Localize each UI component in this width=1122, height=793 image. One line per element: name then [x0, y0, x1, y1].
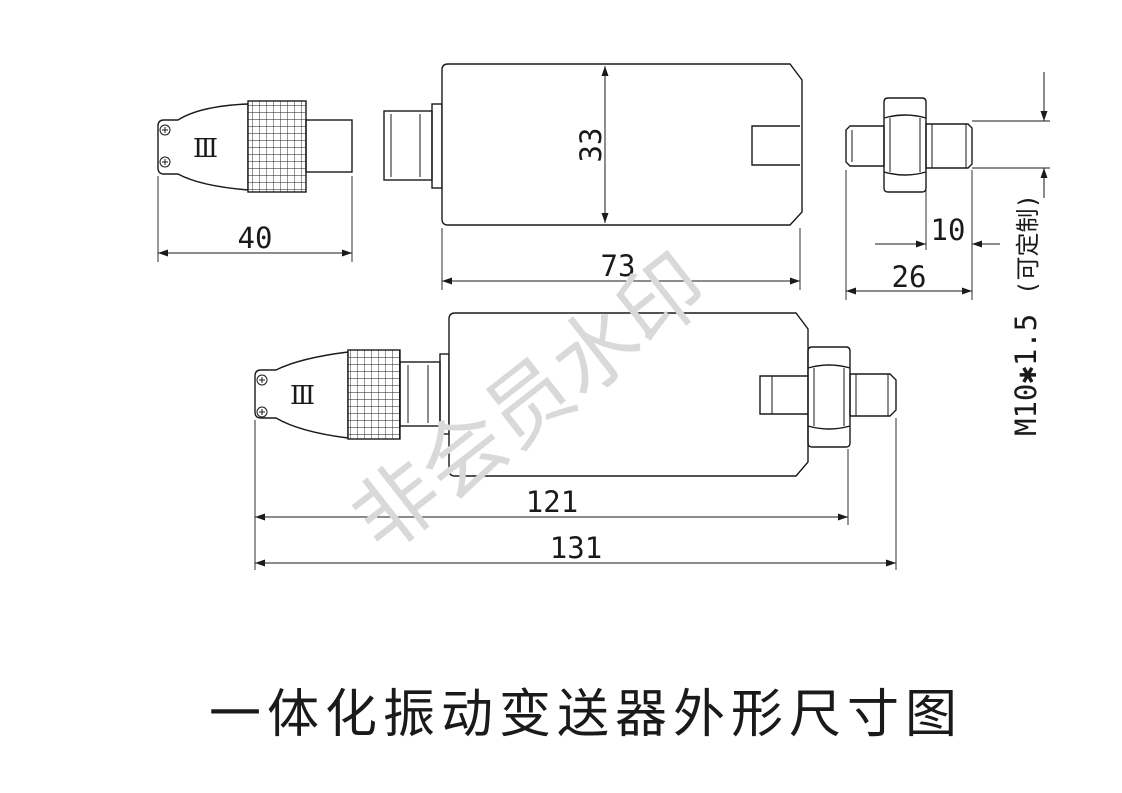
thread-note: (可定制)	[1014, 194, 1042, 295]
dim-stud-length: 10	[931, 213, 966, 247]
dim-stud-total: 26	[892, 260, 927, 294]
assembly-view: Ⅲ 121 131	[254, 312, 897, 570]
dim-body-length: 73	[601, 249, 636, 283]
connector-mark: Ⅲ	[193, 134, 218, 164]
dim-total: 131	[550, 531, 602, 565]
assembly-connector-mark: Ⅲ	[290, 381, 315, 411]
stud-view: 10 26 M10✱1.5 (可定制)	[845, 72, 1050, 436]
drawing-title: 一体化振动变送器外形尺寸图	[209, 685, 963, 745]
connector-view: Ⅲ 40	[157, 100, 353, 262]
dim-height: 33	[574, 128, 608, 163]
body-view: 33 73	[383, 63, 803, 290]
dim-connector-length: 40	[238, 221, 273, 255]
thread-spec: M10✱1.5	[1009, 314, 1043, 436]
dim-total-no-stud: 121	[526, 485, 578, 519]
